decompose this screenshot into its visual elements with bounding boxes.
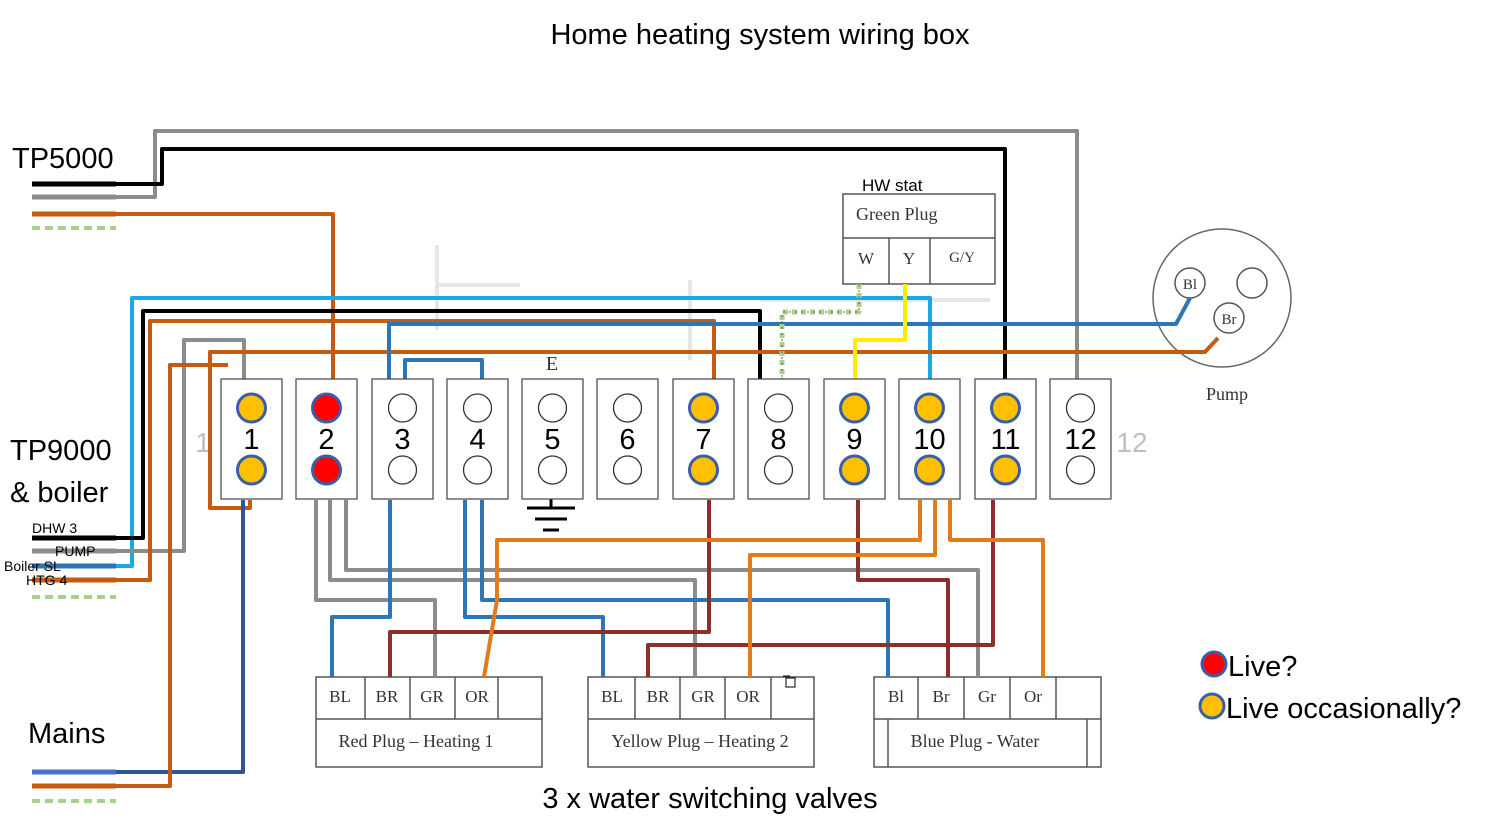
legend-amber-dot (1198, 692, 1226, 720)
valve-plugs (315, 676, 1102, 768)
boiler-label: & boiler (10, 477, 109, 509)
pump (1152, 228, 1292, 368)
bottom-screw-amber (839, 454, 870, 486)
top-screw-amber (688, 392, 719, 424)
top-screw-amber (990, 392, 1021, 424)
terminal-number: 10 (913, 424, 945, 456)
terminal-3: 3 (371, 378, 434, 500)
bg-number-left: 1 (195, 427, 211, 458)
pump-cable-label: PUMP (55, 543, 95, 559)
green-plug-pin-y: Y (903, 249, 915, 268)
terminal-6: 6 (596, 378, 659, 500)
terminal-10: 10 (898, 378, 961, 500)
terminal-number: 2 (318, 424, 334, 456)
top-screw-none (537, 393, 568, 423)
legend-red-dot (1200, 650, 1228, 678)
tp5000-label: TP5000 (12, 143, 114, 175)
terminal-number: 7 (695, 424, 711, 456)
pump-pin-br: Br (1222, 312, 1237, 328)
mains-label: Mains (28, 718, 105, 750)
top-screw-none (462, 393, 493, 423)
yellow-plug-pin-or: OR (736, 687, 760, 706)
terminal-7: 7 (672, 378, 735, 500)
red-plug-label: Red Plug – Heating 1 (339, 731, 494, 751)
top-screw-none (387, 393, 418, 423)
terminal-9: 9 (823, 378, 886, 500)
yellow-plug-label: Yellow Plug – Heating 2 (611, 731, 788, 751)
boiler-sl-label: Boiler SL (4, 558, 61, 574)
bottom-screw-none (612, 455, 643, 485)
blue-plug-pin-bl: Bl (888, 687, 904, 706)
top-screw-red (311, 392, 342, 424)
bottom-screw-amber (914, 454, 945, 486)
bottom-screw-none (387, 455, 418, 485)
bottom-screw-none (462, 455, 493, 485)
red-plug-pin-or: OR (465, 687, 489, 706)
bottom-screw-amber (990, 454, 1021, 486)
terminal-number: 8 (770, 424, 786, 456)
top-screw-amber (236, 392, 267, 424)
legend-occasional-label: Live occasionally? (1226, 693, 1461, 725)
terminal-11: 11 (974, 378, 1037, 500)
green-plug-pin-w: W (858, 249, 875, 268)
top-screw-amber (839, 392, 870, 424)
terminal-number: 12 (1064, 424, 1096, 456)
hw-stat-label: HW stat (862, 176, 923, 195)
background-traces (435, 245, 990, 360)
legend (1198, 650, 1228, 720)
terminal-number: 4 (469, 424, 485, 456)
pump-label: Pump (1206, 384, 1248, 404)
yellow-plug-pin-bl: BL (601, 687, 623, 706)
green-plug-pin-gy: G/Y (949, 250, 975, 266)
bottom-screw-amber (688, 454, 719, 486)
htg-label: HTG 4 (26, 572, 67, 588)
diagram-title: Home heating system wiring box (550, 19, 970, 51)
dhw-label: DHW 3 (32, 520, 77, 536)
terminal-number: 3 (394, 424, 410, 456)
bottom-screw-red (311, 454, 342, 486)
bg-number-right: 12 (1116, 427, 1147, 458)
yellow-plug-pin-gr: GR (691, 687, 715, 706)
terminal-5: 5 (521, 378, 584, 500)
earth-symbol (527, 498, 575, 532)
terminal-12: 12 (1049, 378, 1112, 500)
terminal-number: 9 (846, 424, 862, 456)
blue-plug-pin-gr: Gr (978, 687, 996, 706)
terminal-number: 1 (243, 424, 259, 456)
terminal-number: 6 (619, 424, 635, 456)
bottom-screw-none (537, 455, 568, 485)
red-plug-pin-bl: BL (329, 687, 351, 706)
green-plug-label: Green Plug (856, 204, 937, 224)
earth-label: E (546, 353, 558, 375)
top-screw-amber (914, 392, 945, 424)
terminal-2: 2 (295, 378, 358, 500)
terminal-number: 11 (990, 424, 1020, 456)
terminal-number: 5 (544, 424, 560, 456)
bottom-screw-amber (236, 454, 267, 486)
tp9000-label: TP9000 (10, 435, 112, 467)
terminal-1: 1 (220, 378, 283, 500)
left-cable-stubs (32, 181, 116, 789)
red-plug-pin-gr: GR (420, 687, 444, 706)
bottom-screw-none (1065, 455, 1096, 485)
top-screw-none (1065, 393, 1096, 423)
terminal-4: 4 (446, 378, 509, 500)
pump-pin-bl: Bl (1183, 277, 1197, 293)
top-screw-none (612, 393, 643, 423)
blue-plug-pin-or: Or (1024, 687, 1042, 706)
red-plug-pin-br: BR (376, 687, 399, 706)
blue-plug-pin-br: Br (933, 687, 950, 706)
terminal-8: 8 (747, 378, 810, 500)
cursor-icon (783, 675, 796, 688)
top-screw-none (763, 393, 794, 423)
yellow-plug-pin-br: BR (647, 687, 670, 706)
bottom-screw-none (763, 455, 794, 485)
hw-stat-plug (842, 193, 996, 285)
bottom-caption: 3 x water switching valves (542, 783, 877, 815)
legend-live-label: Live? (1228, 651, 1297, 683)
blue-plug-label: Blue Plug - Water (911, 731, 1040, 751)
